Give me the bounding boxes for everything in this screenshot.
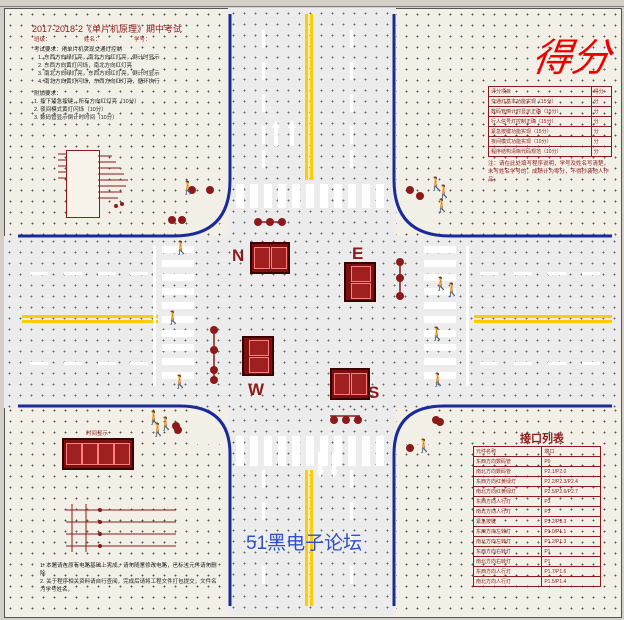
interface-row-port: P1.7/P1.6 (541, 566, 601, 577)
interface-row-port: P1 (541, 546, 601, 557)
interface-row-port: P1.2/P1.3 (541, 536, 601, 547)
zebra-east (424, 246, 456, 379)
interface-row-name: 东西方向数码管 (472, 456, 543, 467)
interface-row-port: P1.5/P1.4 (541, 576, 601, 587)
interface-row-port: P0 (541, 456, 601, 467)
pedestrian-icon: 🚶 (430, 373, 447, 388)
pedestrian-icon: 🚶 (444, 283, 461, 298)
exam-title: 2017-2018-2《单片机原理》期中考试 (32, 24, 183, 34)
watermark-text: 51黑电子论坛 (246, 533, 363, 554)
instruction-line: 4. 南北方向黄灯闪烁，东西方向红灯亮，循环执行 (38, 79, 160, 85)
interface-row-name: 紧急按键 (472, 516, 543, 527)
zebra-south (236, 436, 384, 466)
time-display-label: 时间显示 (86, 431, 109, 437)
zebra-north (236, 184, 384, 208)
west-countdown-display[interactable] (242, 336, 274, 376)
instruction-line: 3. 数码管显示倒计时时间（10分） (34, 115, 118, 121)
interface-row-name: 东西方向红黄绿灯 (472, 476, 543, 487)
pedestrian-icon: 🚶 (165, 311, 182, 326)
east-countdown-display[interactable] (344, 262, 376, 302)
instruction-line: 2. 夜间模式黄灯闪烁（10分） (34, 107, 107, 113)
instruction-line: 2. 东西方向黄灯闪烁，南北方向红灯亮 (38, 63, 133, 69)
north-countdown-display[interactable] (250, 242, 290, 274)
pedestrian-icon: 🚶 (416, 439, 433, 454)
interface-row-name: 东西方向左转灯 (472, 526, 543, 537)
interface-row-port: P1 (541, 556, 601, 567)
zebra-west (162, 246, 194, 379)
time-display[interactable] (62, 438, 134, 470)
score-row-points[interactable]: 分 (590, 146, 613, 157)
interface-row-port: P3 (541, 506, 601, 517)
bottom-note-line: 2. 关于程序相关资料请自行查阅，完成后请将工程文件打包提交，文件名为学号姓名， (40, 579, 217, 593)
class-label: 班级： (34, 37, 51, 43)
window-toolbar-strip (0, 0, 624, 7)
direction-east: E (352, 244, 364, 263)
interface-header-name: 元件名称 (472, 446, 543, 457)
interface-row-name: 南北方向人行灯 (472, 506, 543, 517)
interface-row-name: 南北方向人行灯 (472, 576, 543, 587)
instruction-line: 3. 南北方向绿灯亮，东西方向红灯亮，倒计时显示 (38, 71, 160, 77)
instruction-line: 1. 按下紧急按键，所有方向红灯亮（10分） (34, 99, 140, 105)
interface-row-port: P2.5/P2.6/P2.7 (541, 486, 601, 497)
direction-west: W (248, 380, 265, 399)
pedestrian-icon: 🚶 (158, 417, 175, 432)
score-table: 评分项目得分 交通灯基本功能实现（15分）分 数码管倒计时显示正确（15分）分 … (488, 86, 613, 157)
interface-row-name: 东西方向人行灯 (472, 566, 543, 577)
interface-row-port: P3.2/P3.3 (541, 516, 601, 527)
interface-row-name: 南北方向数码管 (472, 466, 543, 477)
button-wiring (66, 504, 176, 552)
instruction-line: 考试要求：用单片机实现交通灯控制 (34, 47, 123, 53)
pedestrian-icon: 🚶 (172, 375, 189, 390)
name-label: 姓名： (84, 37, 101, 43)
bottom-note-line: 1. 本题请在原有电路基础上完成，请勿随意修改电路，已标注元件请勿删除 (40, 563, 217, 577)
pedestrian-icon: 🚶 (436, 185, 453, 200)
interface-row-name: 南北方向左转灯 (472, 536, 543, 547)
interface-row-name: 东西方向右转灯 (472, 546, 543, 557)
interface-row-name: 南北方向红黄绿灯 (472, 486, 543, 497)
interface-row-port: P3 (541, 496, 601, 507)
pedestrian-icon: 🚶 (434, 199, 451, 214)
pedestrian-icon: 🚶 (428, 177, 445, 192)
south-countdown-display[interactable] (330, 368, 370, 400)
pedestrian-icon: 🚶 (150, 423, 167, 438)
interface-row-name: 东西方向人行灯 (472, 496, 543, 507)
interface-row-port: P2.2/P2.3/P2.4 (541, 476, 601, 487)
interface-row-name: 南北方向右转灯 (472, 556, 543, 567)
interface-row-port: P1.0/P1.1 (541, 526, 601, 537)
direction-south: S (368, 383, 380, 402)
pedestrian-icon: 🚶 (180, 181, 197, 196)
instruction-line: 附加要求： (34, 91, 62, 97)
interface-row-port: P2.1/P2.0 (541, 466, 601, 477)
pedestrian-icon: 🚶 (146, 411, 163, 426)
pedestrian-icon: 🚶 (433, 277, 450, 292)
mcu-chip[interactable] (66, 150, 100, 218)
pedestrian-icon: 🚶 (429, 327, 446, 342)
pedestrian-icon: 🚶 (173, 241, 190, 256)
score-note: 注：请在此处填写程序说明，学号及姓名写清楚，未写姓名学号的，成绩计为零分，不得抄… (488, 161, 610, 183)
direction-north: N (232, 246, 245, 265)
instruction-line: 1. 东西方向绿灯亮，南北方向红灯亮，倒计时显示 (38, 55, 160, 61)
interface-title: 接口列表 (520, 433, 564, 445)
mcu-pins (58, 153, 128, 208)
interface-header-port: 端口 (541, 446, 601, 457)
id-label: 学号： (134, 37, 151, 43)
